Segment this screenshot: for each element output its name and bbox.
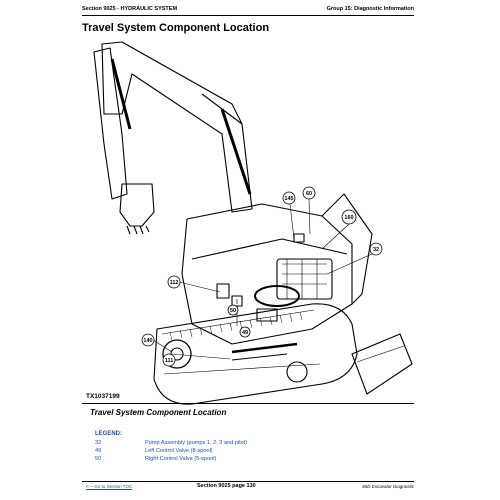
callout-140: 140 — [143, 338, 152, 344]
legend-item: 49 Left Control Valve (8-spool) — [95, 448, 345, 456]
section-label: Section 9025 - HYDRAULIC SYSTEM — [82, 6, 178, 12]
callout-112-bubble — [167, 275, 181, 289]
callout-group — [141, 186, 383, 367]
upper-structure — [181, 203, 353, 345]
page-number: Section 9025 page 130 — [197, 483, 256, 489]
legend-number: 50 — [95, 456, 102, 462]
arm-outline — [93, 47, 128, 200]
track-outline — [153, 303, 358, 405]
header-rule — [82, 15, 414, 16]
callout-50: 50 — [230, 308, 236, 314]
boom-outline — [101, 41, 253, 213]
callout-32-bubble — [369, 242, 383, 256]
page-footer: <--- Go to Section TOC Section 9025 page… — [82, 481, 414, 493]
legend-description: Pump Assembly (pumps 1, 2, 3 and pilot) — [145, 440, 247, 446]
bucket-outline — [119, 183, 155, 227]
callout-50-bubble — [227, 304, 239, 316]
figure-id: TX1037199 — [86, 393, 120, 400]
manual-title: 85D Excavator Diagnostic — [362, 484, 414, 489]
legend-number: 32 — [95, 440, 102, 446]
legend-item: 32 Pump Assembly (pumps 1, 2, 3 and pilo… — [95, 440, 345, 448]
callout-140-bubble — [141, 333, 155, 347]
callout-160: 160 — [344, 215, 353, 221]
dozer-blade — [351, 333, 413, 395]
callout-60: 60 — [306, 191, 312, 197]
callout-145-bubble — [282, 191, 296, 205]
figure-caption: Travel System Component Location — [90, 408, 227, 417]
legend-description: Right Control Valve (5-spool) — [145, 456, 217, 462]
callout-49-bubble — [239, 326, 251, 338]
excavator-illustration: 60 145 160 32 112 50 140 111 49 — [93, 41, 413, 405]
footer-rule — [82, 481, 414, 482]
legend-number: 49 — [95, 448, 102, 454]
callout-145: 145 — [284, 196, 293, 202]
callout-60-bubble — [302, 186, 316, 200]
page-header: Section 9025 - HYDRAULIC SYSTEM Group 15… — [82, 6, 414, 18]
callout-111: 111 — [165, 358, 174, 364]
callout-32: 32 — [373, 247, 379, 253]
figure-rule — [82, 403, 414, 404]
page-title: Travel System Component Location — [82, 22, 270, 34]
legend-title: LEGEND: — [95, 431, 122, 437]
callout-160-bubble — [341, 209, 357, 225]
callout-111-bubble — [162, 353, 176, 367]
legend-description: Left Control Valve (8-spool) — [145, 448, 213, 454]
callout-112: 112 — [170, 280, 179, 286]
legend-item: 50 Right Control Valve (5-spool) — [95, 456, 345, 464]
group-label: Group 15: Diagnostic Information — [326, 6, 414, 12]
callout-49: 49 — [242, 330, 248, 336]
toc-link[interactable]: <--- Go to Section TOC — [86, 484, 133, 489]
